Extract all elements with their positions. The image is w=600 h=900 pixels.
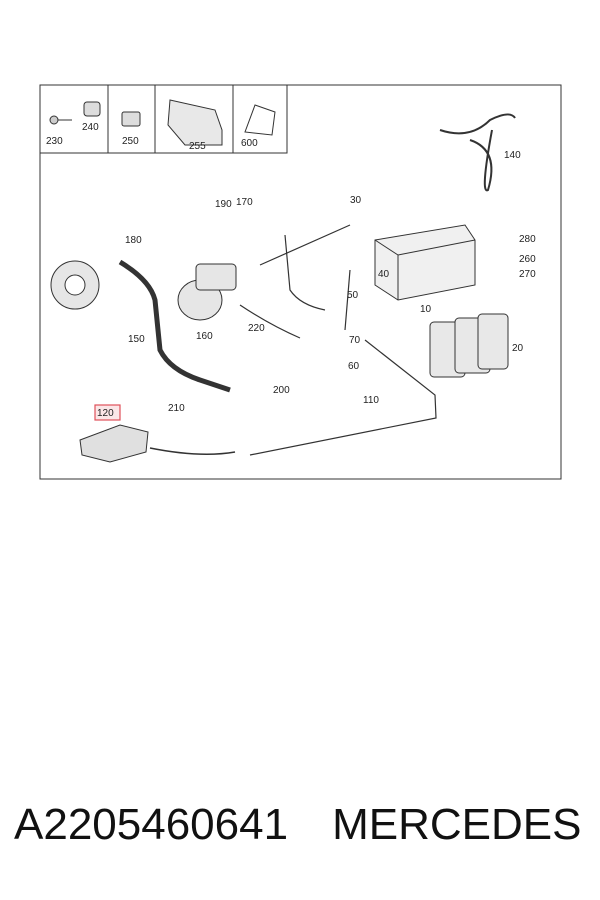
label-600: 600 — [241, 138, 258, 149]
label-190: 190 — [215, 199, 232, 210]
label-170: 170 — [236, 197, 253, 208]
inset-label-group: 230 240 250 255 600 — [46, 122, 258, 152]
label-160: 160 — [196, 331, 213, 342]
battery-cable-icon — [439, 113, 516, 192]
bolt-icon — [49, 115, 72, 125]
sleeve-icon — [83, 101, 101, 117]
main-cable-icon — [118, 259, 231, 393]
battery-icon — [374, 224, 476, 301]
clip-icon — [121, 111, 141, 127]
label-140: 140 — [504, 150, 521, 161]
holder-icon — [244, 104, 276, 136]
label-255: 255 — [189, 141, 206, 152]
label-40: 40 — [378, 269, 390, 280]
label-10: 10 — [420, 304, 432, 315]
inset-boxes — [39, 84, 288, 154]
alternator-icon — [50, 260, 100, 310]
label-60: 60 — [348, 361, 360, 372]
label-210: 210 — [168, 403, 185, 414]
label-200: 200 — [273, 385, 290, 396]
label-30: 30 — [350, 195, 362, 206]
label-270: 270 — [519, 269, 536, 280]
label-50: 50 — [347, 290, 359, 301]
label-20: 20 — [512, 343, 524, 354]
label-230: 230 — [46, 136, 63, 147]
callout-group: 10 20 30 40 50 60 70 110 120 140 150 160… — [97, 150, 536, 419]
starter-motor-icon — [177, 263, 237, 321]
label-70: 70 — [349, 335, 361, 346]
product-caption: A2205460641 MERCEDES — [14, 800, 581, 850]
vent-hose-icon — [239, 224, 437, 456]
fuse-holder-icon — [79, 424, 149, 463]
label-260: 260 — [519, 254, 536, 265]
label-110: 110 — [363, 395, 379, 406]
label-180: 180 — [125, 235, 142, 246]
label-220: 220 — [248, 323, 265, 334]
part-number: A2205460641 — [14, 800, 289, 849]
label-150: 150 — [128, 334, 145, 345]
label-250: 250 — [122, 136, 139, 147]
label-120: 120 — [97, 408, 114, 419]
label-280: 280 — [519, 234, 536, 245]
arrow-line — [149, 447, 236, 455]
cell-pack-icon — [429, 313, 509, 378]
label-240: 240 — [82, 122, 99, 133]
bracket-icon — [167, 99, 223, 146]
brand-name: MERCEDES — [332, 800, 582, 849]
highlight-box — [94, 404, 121, 421]
